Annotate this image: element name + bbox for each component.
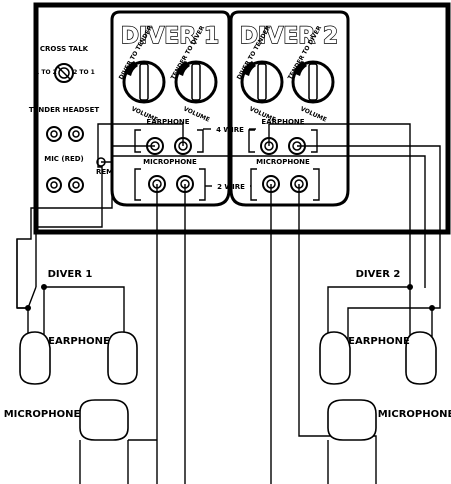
tender-mic-jack-2[interactable] — [68, 177, 84, 193]
diver2-microphone-label: MICROPHONE — [256, 158, 310, 166]
diver1-microphone-bracket — [134, 168, 206, 201]
wire-diver1-earphone-b — [35, 123, 184, 287]
diver1-title: DIVER 1 — [121, 24, 219, 49]
diver2-earphone-left — [319, 331, 351, 385]
diver1-tender-to-diver-knob[interactable] — [174, 60, 218, 104]
wire-diver2-earphone-a — [297, 145, 441, 309]
diver1-diver-to-tender-knob[interactable] — [122, 60, 166, 104]
diver1-earphone-left — [19, 331, 51, 385]
diver1-earphone-label-lower: EARPHONE — [48, 336, 110, 347]
diver1-microphone — [79, 399, 129, 484]
diver1-earphone-label: EARPHONE — [146, 118, 189, 126]
diver2-microphone-label-lower: MICROPHONE — [378, 409, 451, 420]
tender-headset-jack-1[interactable] — [46, 126, 62, 142]
diver1-headset-label: DIVER 1 — [48, 269, 93, 280]
tender-headset-label: TENDER HEADSET — [29, 106, 100, 114]
tender-mic-jack-1[interactable] — [46, 177, 62, 193]
wire-rem-left — [101, 155, 426, 288]
diver2-diver-to-tender-knob[interactable] — [240, 60, 284, 104]
diver2-earphone-label-lower: EARPHONE — [348, 336, 410, 347]
control-panel-body — [33, 2, 451, 235]
left-junction-2 — [25, 305, 31, 311]
diver2-section-border — [229, 10, 350, 207]
left-junction-1 — [41, 284, 47, 290]
two-wire-label: 2 WIRE — [217, 183, 245, 191]
four-wire-label: 4 WIRE — [216, 126, 244, 134]
diver2-earphone-label: EARPHONE — [261, 118, 304, 126]
diver2-title: DIVER 2 — [240, 24, 338, 49]
rem-label: REM — [96, 168, 113, 176]
right-headset-wiring — [327, 286, 433, 346]
diver1-microphone-label: MICROPHONE — [143, 158, 197, 166]
right-junction-1 — [407, 284, 413, 290]
diver1-section-border — [110, 10, 231, 207]
wire-diver2-earphone-b — [268, 123, 411, 287]
cross-talk-position-2-to-1: 2 TO 1 — [73, 69, 95, 76]
diver2-microphone — [327, 399, 377, 484]
right-junction-2 — [429, 305, 435, 311]
diver2-tender-to-diver-knob[interactable] — [291, 60, 335, 104]
diver1-earphone-bracket — [134, 129, 204, 153]
diver2-microphone-bracket — [250, 168, 320, 201]
left-headset-wiring — [16, 239, 125, 346]
cross-talk-label: CROSS TALK — [40, 45, 89, 53]
diver2-headset-label: DIVER 2 — [356, 269, 401, 280]
diver1-microphone-label-lower: MICROPHONE — [4, 409, 81, 420]
cross-talk-switch[interactable] — [54, 63, 74, 83]
diver2-earphone-right — [405, 331, 437, 385]
diver2-earphone-bracket — [248, 129, 318, 153]
mic-red-label: MIC (RED) — [44, 155, 84, 163]
cross-talk-position-1-to-2: 1 TO 2 — [35, 69, 57, 76]
tender-headset-jack-2[interactable] — [68, 126, 84, 142]
diver1-earphone-right — [107, 331, 138, 385]
